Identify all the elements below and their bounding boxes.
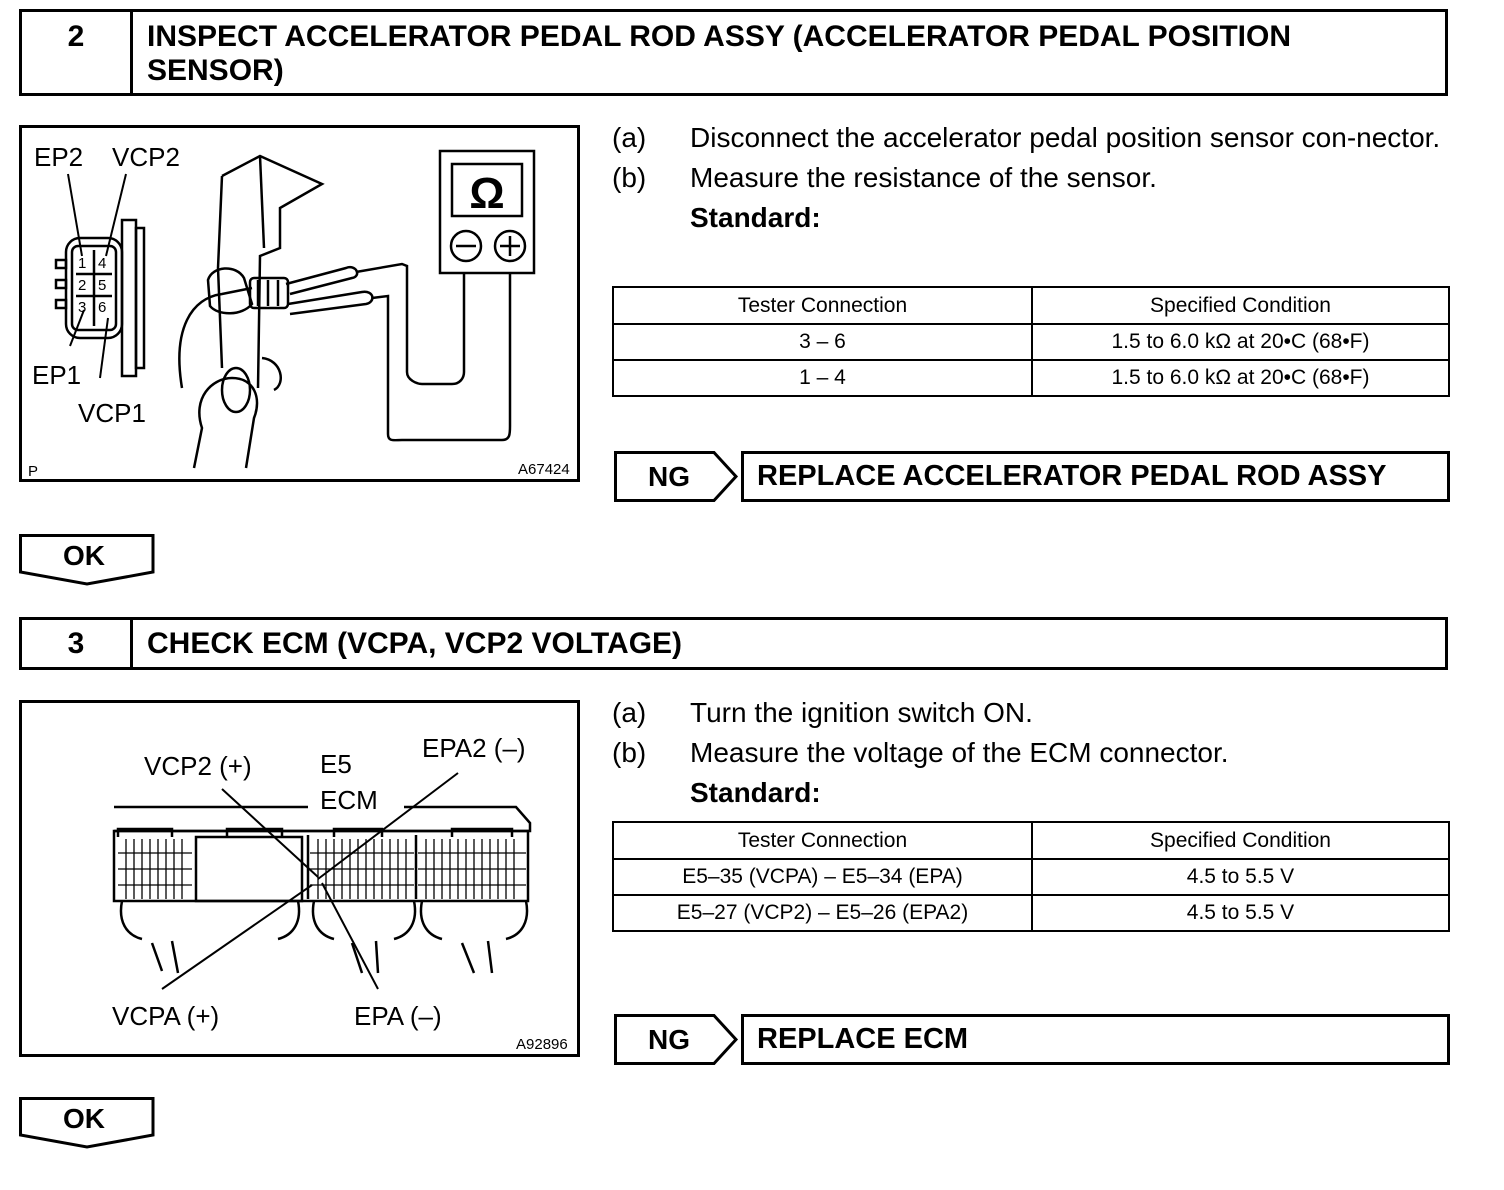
tester-probes [285,262,512,442]
figure-code-a67424: A67424 [518,461,570,478]
step-label: (a) [612,122,647,153]
ohmmeter [438,149,536,275]
step-label: (b) [612,737,647,768]
table-cell: E5–27 (VCP2) – E5–26 (EPA2) [612,894,1033,932]
column-header: Specified Condition [1031,286,1450,325]
ng-action-box: REPLACE ECM [741,1014,1450,1065]
sensor-body [206,267,254,315]
minus-terminal [449,229,483,263]
standard-label: Standard: [690,777,821,808]
table-cell: 1 – 4 [612,359,1033,397]
section-3-number: 3 [22,620,133,667]
ohm-symbol: Ω [469,169,504,218]
label-vcp2: VCP2 [112,142,180,172]
pedal-assembly [178,154,325,469]
ng-label: NG [648,461,690,492]
ecm-wire-harnesses [119,900,529,974]
section-3-title: CHECK ECM (VCPA, VCP2 VOLTAGE) [147,627,683,660]
table-row: E5–27 (VCP2) – E5–26 (EPA2) 4.5 to 5.5 V [612,894,1450,932]
table-row: 3 – 6 1.5 to 6.0 kΩ at 20•C (68•F) [612,323,1450,361]
ng-result-3: NG REPLACE ECM [614,1014,1450,1065]
column-header: Tester Connection [612,286,1033,325]
table-cell: 1.5 to 6.0 kΩ at 20•C (68•F) [1031,323,1450,361]
pin-3: 3 [78,299,86,316]
ng-arrow-box [614,451,739,502]
ok-label: OK [63,540,105,571]
step-a: (a) Turn the ignition switch ON. [612,693,1452,733]
ok-label: OK [63,1103,105,1134]
pin-5: 5 [98,277,106,294]
ok-arrow-box [19,1097,155,1149]
figure-code-a92896: A92896 [516,1036,568,1053]
ecm-leader-lines [161,772,459,990]
pin-4: 4 [98,255,106,272]
standard-label: Standard: [690,202,821,233]
table-header-row: Tester Connection Specified Condition [612,821,1450,860]
column-header: Tester Connection [612,821,1033,860]
pin-6: 6 [98,299,106,316]
table-cell: 3 – 6 [612,323,1033,361]
section-3-steps: (a) Turn the ignition switch ON. (b) Mea… [612,693,1452,813]
step-label: (a) [612,697,647,728]
corner-letter: P [28,463,38,480]
plus-terminal [493,229,527,263]
ng-result-2: NG REPLACE ACCELERATOR PEDAL ROD ASSY [614,451,1450,502]
step-text: Turn the ignition switch ON. [690,697,1033,728]
label-ep2: EP2 [34,142,83,172]
label-epa-minus: EPA (–) [354,1001,442,1031]
table-cell: 1.5 to 6.0 kΩ at 20•C (68•F) [1031,359,1450,397]
ok-result-2: OK [19,534,156,586]
label-epa2-minus: EPA2 (–) [422,733,526,763]
table-cell: 4.5 to 5.5 V [1031,894,1450,932]
step-text: Measure the resistance of the sensor. [690,162,1157,193]
section-2-title: INSPECT ACCELERATOR PEDAL ROD ASSY (ACCE… [147,20,1292,87]
step-b: (b) Measure the resistance of the sensor… [612,158,1452,198]
table-cell: 4.5 to 5.5 V [1031,858,1450,896]
label-vcp1: VCP1 [78,398,146,428]
table-cell: E5–35 (VCPA) – E5–34 (EPA) [612,858,1033,896]
ng-action-box: REPLACE ACCELERATOR PEDAL ROD ASSY [741,451,1450,502]
ok-result-3: OK [19,1097,156,1149]
ecm-diagram: VCP2 (+) E5 ECM EPA2 (–) VCPA (+) EPA (–… [112,733,568,1053]
table-row: 1 – 4 1.5 to 6.0 kΩ at 20•C (68•F) [612,359,1450,397]
step-text: Measure the voltage of the ECM connector… [690,737,1229,768]
sensor-diagram: 1 4 2 5 3 6 EP2 VCP2 EP1 VCP1 [28,142,570,480]
ng-arrow-box [614,1014,739,1065]
resistance-spec-table: Tester Connection Specified Condition 3 … [612,286,1450,397]
ecm-pin-grid [118,839,526,899]
voltage-spec-table: Tester Connection Specified Condition E5… [612,821,1450,932]
label-vcp2-plus: VCP2 (+) [144,751,252,781]
pin-1: 1 [78,255,86,272]
section-2-steps: (a) Disconnect the accelerator pedal pos… [612,118,1452,238]
table-row: E5–35 (VCPA) – E5–34 (EPA) 4.5 to 5.5 V [612,858,1450,896]
ok-arrow-box [19,534,155,586]
step-a: (a) Disconnect the accelerator pedal pos… [612,118,1452,158]
ecm-figure: VCP2 (+) E5 ECM EPA2 (–) VCPA (+) EPA (–… [19,700,580,1057]
pin-2: 2 [78,277,86,294]
table-header-row: Tester Connection Specified Condition [612,286,1450,325]
section-2-header: 2 INSPECT ACCELERATOR PEDAL ROD ASSY (AC… [19,9,1448,96]
sensor-figure: 1 4 2 5 3 6 EP2 VCP2 EP1 VCP1 [19,125,580,482]
ng-label: NG [648,1024,690,1055]
step-b: (b) Measure the voltage of the ECM conne… [612,733,1452,773]
label-vcpa-plus: VCPA (+) [112,1001,219,1031]
label-ecm: ECM [320,785,378,815]
ecm-connector-block [112,805,532,903]
section-3-header: 3 CHECK ECM (VCPA, VCP2 VOLTAGE) [19,617,1448,670]
step-label: (b) [612,162,647,193]
step-text: Disconnect the accelerator pedal positio… [690,122,1441,153]
connector-bracket [120,218,138,378]
label-ep1: EP1 [32,360,81,390]
column-header: Specified Condition [1031,821,1450,860]
sensor-plug [248,276,290,310]
ohmmeter-body [438,149,536,275]
section-2-number: 2 [22,12,133,93]
label-e5: E5 [320,749,352,779]
